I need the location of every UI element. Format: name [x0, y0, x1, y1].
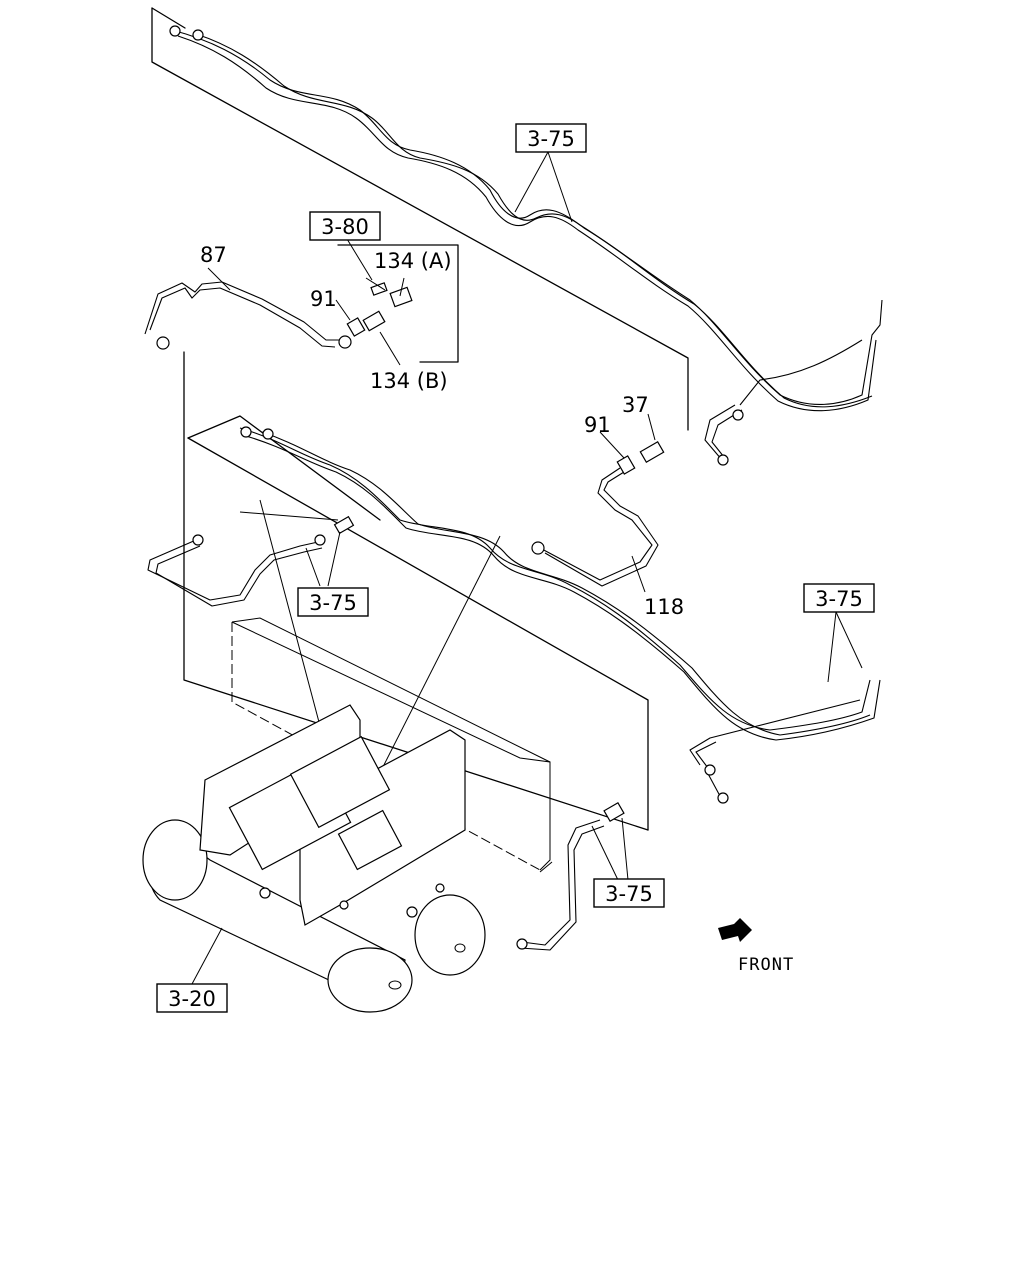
part-label-91-a: 91	[310, 287, 337, 311]
leader-top-b	[547, 151, 573, 223]
callout-ref-bottom: 3-75	[593, 878, 665, 908]
callout-ref-right: 3-75	[803, 583, 875, 613]
upper-pipe-group	[151, 7, 883, 466]
ref-left-text: 3-75	[309, 591, 357, 615]
leader-3-20	[191, 927, 223, 985]
part-label-91-b: 91	[584, 413, 611, 437]
valve-fitting-group	[144, 233, 459, 366]
air-tank-assembly	[142, 704, 629, 1013]
callout-ref-top: 3-75	[515, 123, 587, 153]
ref-right-text: 3-75	[815, 587, 863, 611]
callout-ref-3-20: 3-20	[156, 983, 228, 1013]
part-label-134b: 134 (B)	[370, 369, 448, 393]
front-label: FRONT	[738, 955, 794, 975]
leader-top-a	[514, 151, 549, 213]
leader-right-b	[835, 611, 863, 669]
ref-top-text: 3-75	[527, 127, 575, 151]
leader-right-a	[827, 611, 837, 683]
ref-3-80-text: 3-80	[321, 215, 369, 239]
part-label-134a: 134 (A)	[374, 249, 452, 273]
callout-ref-left: 3-75	[297, 587, 369, 617]
part-label-87: 87	[200, 243, 227, 267]
right-fitting-group	[531, 413, 665, 593]
ref-bottom-text: 3-75	[605, 882, 653, 906]
front-arrow-icon	[718, 918, 752, 942]
part-label-37: 37	[622, 393, 649, 417]
ref-3-20-text: 3-20	[168, 987, 216, 1011]
part-label-118: 118	[644, 595, 684, 619]
callout-ref-3-80: 3-80	[309, 211, 381, 241]
leader-87	[207, 267, 231, 291]
